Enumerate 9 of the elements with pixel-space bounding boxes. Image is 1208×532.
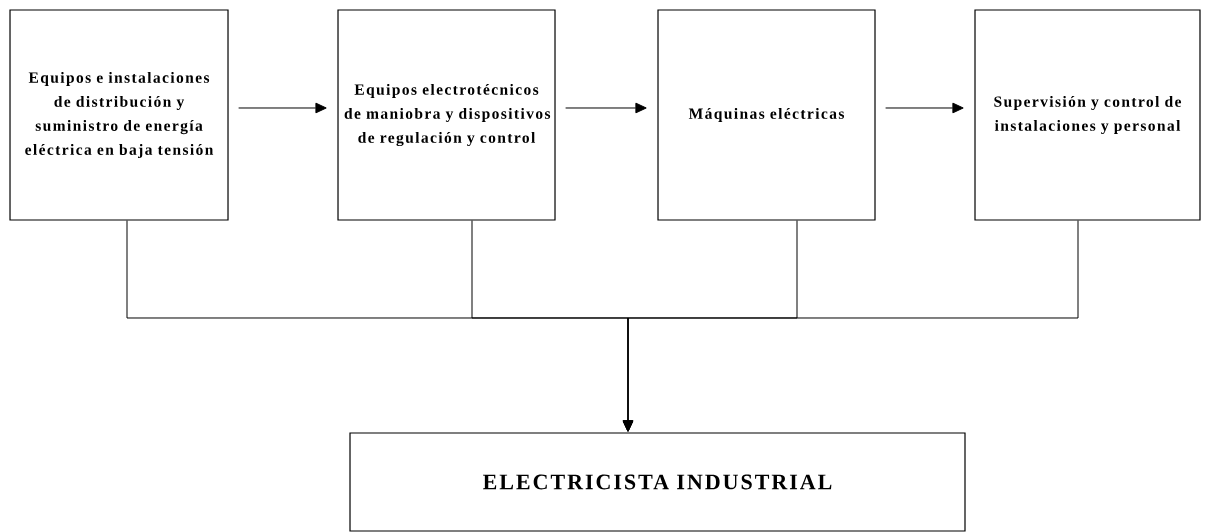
arrow — [885, 102, 964, 114]
arrow — [622, 220, 1079, 432]
arrow — [565, 102, 647, 114]
process-box: Máquinas eléctricas — [657, 9, 876, 221]
process-box: Supervisión y control de instalaciones y personal — [974, 9, 1201, 221]
process-box: Equipos electrotécnicos de maniobra y dispositivos de regulación y control — [337, 9, 556, 221]
process-box: Equipos e instalaciones de distribución y suministro de energía eléctrica en baja tensión — [9, 9, 229, 221]
process-box: ELECTRICISTA INDUSTRIAL — [349, 432, 966, 532]
arrow — [238, 102, 327, 114]
